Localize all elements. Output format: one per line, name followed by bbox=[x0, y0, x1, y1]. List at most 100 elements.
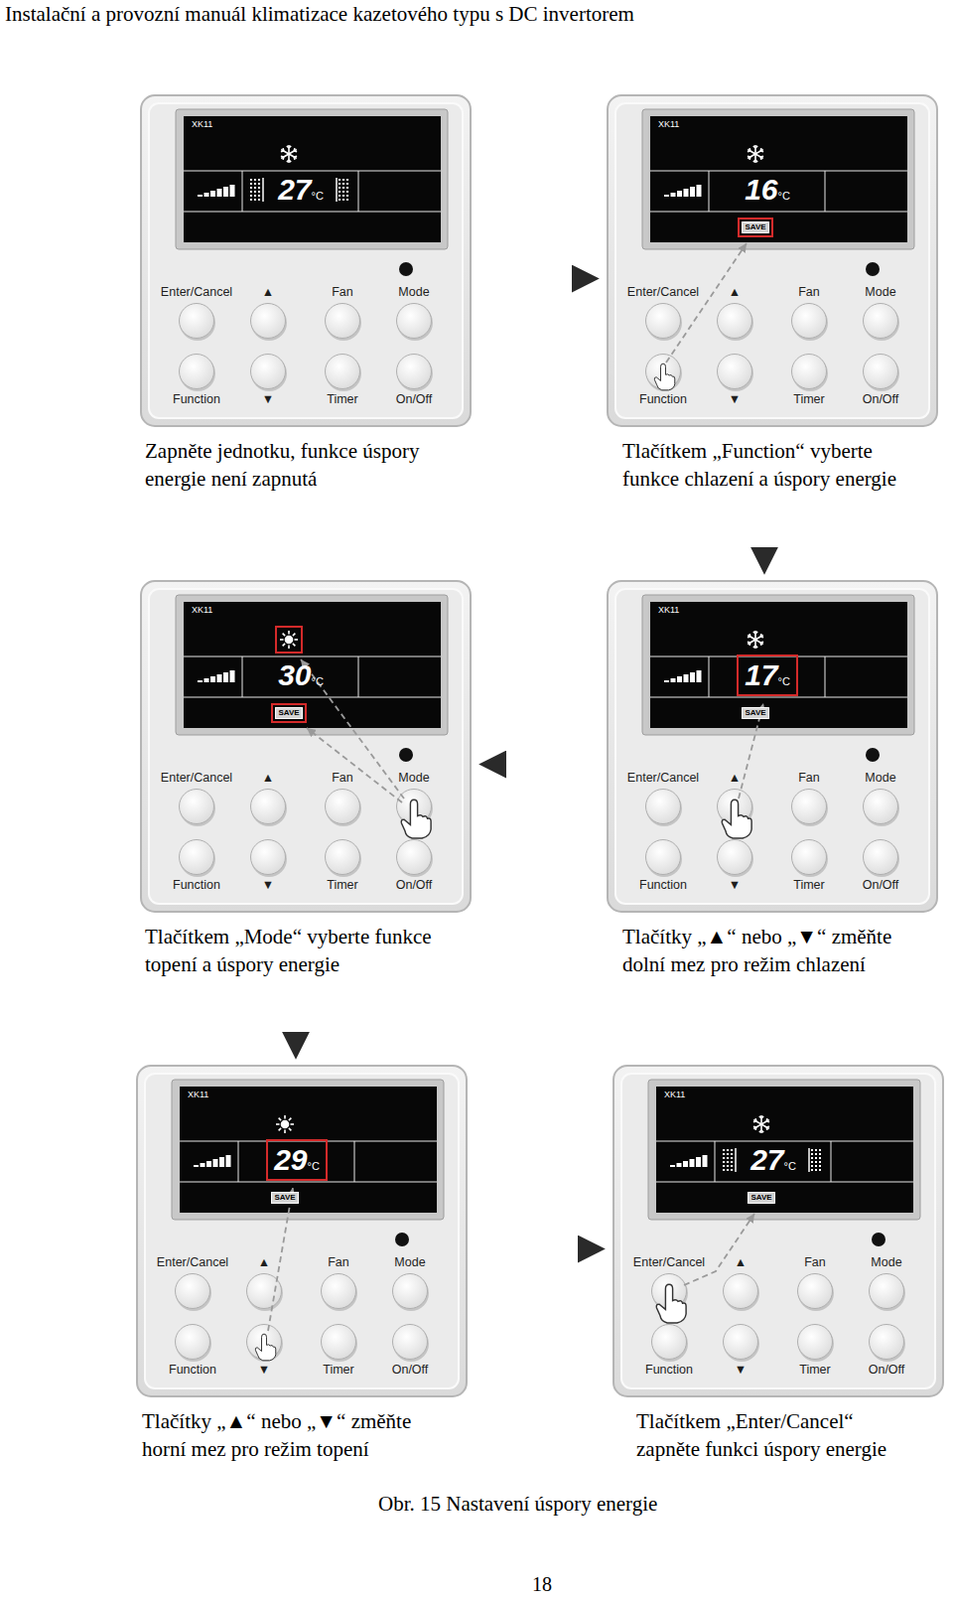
temperature-unit: °C bbox=[311, 189, 324, 202]
button-label: Timer bbox=[322, 1361, 354, 1376]
temperature-unit: °C bbox=[307, 1159, 320, 1172]
button-label: On/Off bbox=[862, 392, 900, 407]
button-label: ▼ bbox=[262, 392, 274, 407]
step-caption: Tlačítkem „Function“ vyberte funkce chla… bbox=[622, 436, 916, 493]
button-label: Function bbox=[168, 1361, 217, 1376]
controller-panel: Zapněte jednotku, funkce úspory energie … bbox=[139, 94, 472, 427]
button-label: Function bbox=[172, 877, 221, 892]
button-label: ▼ bbox=[728, 392, 741, 407]
temperature-value: 30 bbox=[277, 658, 311, 691]
step-caption: Tlačítky „▲“ nebo „▼“ změňte dolní mez p… bbox=[622, 922, 921, 978]
save-indicator: SAVE bbox=[274, 706, 302, 719]
flow-arrow bbox=[759, 498, 771, 558]
button-label: Enter/Cancel bbox=[627, 770, 699, 785]
button-label: Fan bbox=[798, 284, 820, 299]
button-label: ▲ bbox=[728, 284, 741, 299]
temperature-readout: 16°C bbox=[740, 172, 795, 207]
controller-illustration bbox=[606, 94, 939, 427]
button-label: Mode bbox=[394, 1254, 425, 1269]
button-label: On/Off bbox=[392, 1361, 429, 1376]
button-label: Fan bbox=[331, 770, 354, 785]
controller-panel: Tlačítkem „Function“ vyberte funkce chla… bbox=[606, 94, 939, 427]
flow-arrow bbox=[495, 758, 599, 770]
save-indicator: SAVE bbox=[741, 706, 769, 719]
button-label: Enter/Cancel bbox=[160, 770, 233, 785]
model-label: XK11 bbox=[664, 1089, 685, 1099]
button-label: Enter/Cancel bbox=[627, 284, 699, 299]
temperature-readout: 27°C bbox=[746, 1142, 801, 1177]
button-label: Enter/Cancel bbox=[156, 1254, 229, 1269]
button-label: Fan bbox=[804, 1254, 826, 1269]
temperature-value: 27 bbox=[750, 1142, 784, 1176]
controller-illustration bbox=[606, 579, 939, 913]
controller-illustration bbox=[139, 94, 472, 427]
button-label: On/Off bbox=[868, 1361, 906, 1376]
button-label: Timer bbox=[326, 877, 358, 892]
flow-arrow bbox=[475, 1242, 589, 1254]
button-label: ▼ bbox=[728, 877, 741, 892]
temperature-unit: °C bbox=[778, 675, 791, 687]
controller-illustration bbox=[139, 579, 472, 913]
button-label: ▼ bbox=[258, 1361, 271, 1376]
step-caption: Tlačítky „▲“ nebo „▼“ změňte horní mez p… bbox=[141, 1406, 440, 1463]
button-label: ▼ bbox=[734, 1361, 747, 1376]
button-label: Timer bbox=[793, 392, 824, 407]
button-label: Mode bbox=[398, 770, 429, 785]
flow-arrow bbox=[290, 983, 302, 1043]
controller-illustration bbox=[136, 1064, 468, 1397]
button-label: ▲ bbox=[262, 770, 274, 785]
button-label: Enter/Cancel bbox=[633, 1254, 705, 1269]
page-number: 18 bbox=[532, 1572, 552, 1596]
step-caption: Tlačítkem „Mode“ vyberte funkce topení a… bbox=[144, 922, 448, 978]
model-label: XK11 bbox=[187, 1089, 209, 1099]
button-label: Timer bbox=[326, 392, 358, 407]
button-label: ▲ bbox=[728, 770, 741, 785]
button-label: Mode bbox=[870, 1254, 902, 1269]
button-label: Enter/Cancel bbox=[160, 284, 233, 299]
button-label: Function bbox=[639, 392, 687, 407]
temperature-value: 16 bbox=[744, 172, 778, 206]
button-label: On/Off bbox=[396, 392, 433, 407]
figure-caption: Obr. 15 Nastavení úspory energie bbox=[378, 1491, 658, 1516]
controller-illustration bbox=[612, 1064, 945, 1397]
button-label: ▲ bbox=[734, 1254, 747, 1269]
temperature-unit: °C bbox=[784, 1159, 797, 1172]
model-label: XK11 bbox=[658, 604, 680, 615]
button-label: Mode bbox=[864, 284, 896, 299]
step-caption: Tlačítkem „Enter/Cancel“ zapněte funkci … bbox=[636, 1406, 915, 1463]
button-label: Function bbox=[639, 877, 687, 892]
button-label: Function bbox=[172, 392, 221, 407]
button-label: ▼ bbox=[262, 877, 274, 892]
button-label: On/Off bbox=[396, 877, 433, 892]
model-label: XK11 bbox=[191, 604, 213, 615]
controller-panel: Tlačítky „▲“ nebo „▼“ změňte horní mez p… bbox=[136, 1064, 468, 1397]
button-label: Timer bbox=[799, 1361, 830, 1376]
temperature-readout: 27°C bbox=[273, 172, 328, 207]
button-label: Mode bbox=[864, 770, 896, 785]
button-label: Function bbox=[645, 1361, 693, 1376]
model-label: XK11 bbox=[658, 119, 680, 130]
controller-panel: Tlačítkem „Mode“ vyberte funkce topení a… bbox=[139, 579, 472, 913]
button-label: Mode bbox=[398, 284, 429, 299]
save-indicator: SAVE bbox=[747, 1191, 775, 1204]
button-label: ▲ bbox=[258, 1254, 271, 1269]
step-caption: Zapněte jednotku, funkce úspory energie … bbox=[144, 436, 443, 493]
temperature-value: 29 bbox=[273, 1142, 307, 1176]
button-label: ▲ bbox=[262, 284, 274, 299]
flow-arrow bbox=[479, 272, 583, 284]
model-label: XK11 bbox=[191, 119, 213, 130]
temperature-readout: 29°C bbox=[270, 1142, 324, 1177]
temperature-value: 17 bbox=[744, 658, 778, 691]
temperature-value: 27 bbox=[277, 172, 311, 206]
save-indicator: SAVE bbox=[741, 221, 769, 234]
temperature-readout: 30°C bbox=[273, 658, 328, 692]
controller-panel: Tlačítky „▲“ nebo „▼“ změňte dolní mez p… bbox=[606, 579, 939, 913]
button-label: Timer bbox=[793, 877, 824, 892]
page-header: Instalační a provozní manuál klimatizace… bbox=[4, 1, 635, 27]
save-indicator: SAVE bbox=[271, 1191, 298, 1204]
button-label: On/Off bbox=[862, 877, 900, 892]
controller-panel: Tlačítkem „Enter/Cancel“ zapněte funkci … bbox=[612, 1064, 945, 1397]
temperature-unit: °C bbox=[778, 189, 791, 202]
temperature-unit: °C bbox=[311, 675, 324, 687]
button-label: Fan bbox=[798, 770, 820, 785]
